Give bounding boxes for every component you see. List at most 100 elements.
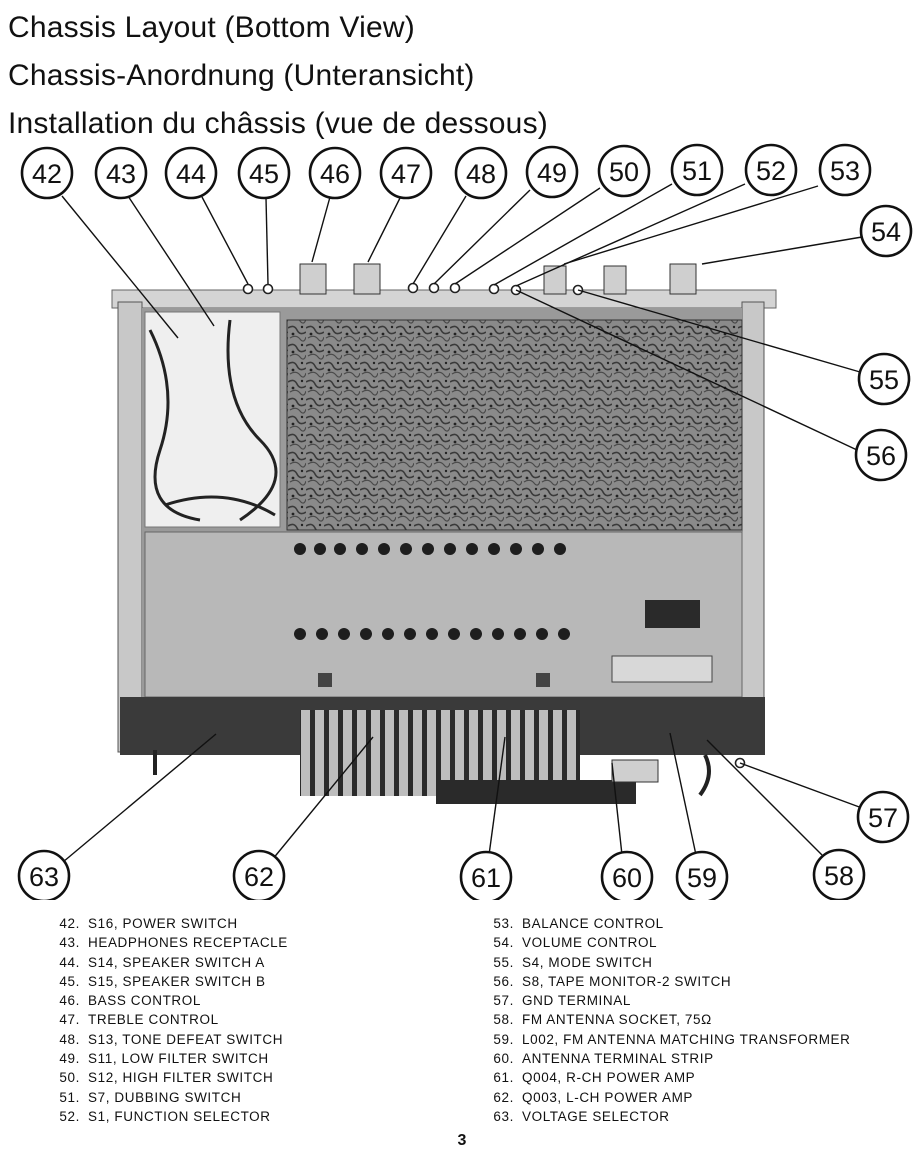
legend-number: 45. xyxy=(59,973,80,989)
svg-text:58: 58 xyxy=(824,861,854,891)
svg-text:59: 59 xyxy=(687,863,717,893)
callout-52: 52 xyxy=(744,143,798,197)
legend-number: 61. xyxy=(493,1070,514,1086)
legend-number: 43. xyxy=(59,935,80,951)
legend-item: 49. S11, LOW FILTER SWITCH xyxy=(48,1049,288,1068)
legend-item: 51.S7, DUBBING SWITCH xyxy=(48,1088,288,1107)
legend-item: 46.BASS CONTROL xyxy=(48,991,288,1010)
leader-46 xyxy=(311,196,331,263)
leader-52 xyxy=(515,183,746,287)
legend-text: TREBLE CONTROL xyxy=(88,1012,219,1028)
callout-62: 62 xyxy=(232,849,286,900)
legend-text: S12, HIGH FILTER SWITCH xyxy=(88,1070,274,1086)
legend-item: 61. Q004, R-CH POWER AMP xyxy=(482,1068,851,1087)
leader-60 xyxy=(611,762,623,856)
legend-item: 58.FM ANTENNA SOCKET, 75Ω xyxy=(482,1010,851,1029)
leader-56 xyxy=(515,289,858,451)
leader-57 xyxy=(739,762,863,809)
callout-54: 54 xyxy=(859,204,913,258)
leader-47 xyxy=(367,197,401,263)
legend-item: 50. S12, HIGH FILTER SWITCH xyxy=(48,1068,288,1087)
callout-47: 47 xyxy=(379,146,433,200)
svg-text:55: 55 xyxy=(869,365,899,395)
callout-51: 51 xyxy=(670,143,724,197)
legend-text: S13, TONE DEFEAT SWITCH xyxy=(88,1031,284,1047)
legend-text: FM ANTENNA SOCKET, 75Ω xyxy=(522,1012,712,1028)
chassis-photo xyxy=(111,263,777,804)
leader-63 xyxy=(62,733,217,863)
legend-number: 49. xyxy=(59,1051,80,1067)
leader-54 xyxy=(701,236,863,265)
leader-43 xyxy=(127,195,215,327)
leader-45 xyxy=(265,197,269,285)
leader-59 xyxy=(669,732,697,856)
legend-number: 57. xyxy=(493,993,514,1009)
legend-text: GND TERMINAL xyxy=(522,993,631,1009)
legend-item: 59.L002, FM ANTENNA MATCHING TRANSFORMER xyxy=(482,1030,851,1049)
legend-text: S15, SPEAKER SWITCH B xyxy=(88,973,266,989)
legend-item: 44.S14, SPEAKER SWITCH A xyxy=(48,953,288,972)
leader-61 xyxy=(488,736,506,856)
callout-53: 53 xyxy=(818,143,872,197)
legend-text: L002, FM ANTENNA MATCHING TRANSFORMER xyxy=(522,1031,851,1047)
callout-42: 42 xyxy=(20,146,74,200)
svg-text:53: 53 xyxy=(830,156,860,186)
svg-text:61: 61 xyxy=(471,863,501,893)
legend-text: ANTENNA TERMINAL STRIP xyxy=(522,1051,714,1067)
legend-text: Q004, R-CH POWER AMP xyxy=(522,1070,696,1086)
svg-text:60: 60 xyxy=(612,863,642,893)
legend-item: 57. GND TERMINAL xyxy=(482,991,851,1010)
legend-item: 63.VOLTAGE SELECTOR xyxy=(482,1107,851,1126)
callout-43: 43 xyxy=(94,146,148,200)
leader-44 xyxy=(201,196,249,285)
legend-left-column: 42. S16, POWER SWITCH 43. HEADPHONES RECEP… xyxy=(48,914,288,1126)
legend-text: S11, LOW FILTER SWITCH xyxy=(88,1051,269,1067)
leader-lines xyxy=(61,183,863,863)
svg-text:63: 63 xyxy=(29,862,59,892)
legend-number: 63. xyxy=(493,1108,514,1124)
callout-49: 49 xyxy=(525,145,579,199)
chassis-diagram: 42 43 44 45 46 47 48 49 50 51 52 53 xyxy=(17,143,913,900)
legend-item: 47. TREBLE CONTROL xyxy=(48,1010,288,1029)
leader-42 xyxy=(61,195,179,339)
legend-text: S8, TAPE MONITOR-2 SWITCH xyxy=(522,973,732,989)
svg-text:50: 50 xyxy=(609,157,639,187)
svg-text:49: 49 xyxy=(537,158,567,188)
legend-text: S16, POWER SWITCH xyxy=(88,916,238,931)
legend-number: 55. xyxy=(493,954,514,970)
legend-number: 50. xyxy=(59,1070,80,1086)
callout-60: 60 xyxy=(600,850,654,900)
leader-49 xyxy=(433,189,531,285)
legend-item: 52.S1, FUNCTION SELECTOR xyxy=(48,1107,288,1126)
legend-number: 52. xyxy=(59,1108,80,1124)
legend-text: BASS CONTROL xyxy=(88,993,201,1009)
svg-text:57: 57 xyxy=(868,803,898,833)
legend-number: 51. xyxy=(59,1089,80,1105)
legend-number: 47. xyxy=(59,1012,80,1028)
callout-46: 46 xyxy=(308,146,362,200)
legend-number: 42. xyxy=(59,916,80,931)
callout-55: 55 xyxy=(857,352,911,406)
leader-51 xyxy=(493,183,673,286)
leader-53 xyxy=(563,185,819,265)
title-english: Chassis Layout (Bottom View) xyxy=(8,11,415,44)
legend-item: 62.Q003, L-CH POWER AMP xyxy=(482,1088,851,1107)
legend-text: HEADPHONES RECEPTACLE xyxy=(88,935,288,951)
callout-56: 56 xyxy=(854,428,908,482)
legend-item: 55. S4, MODE SWITCH xyxy=(482,953,851,972)
callout-45: 45 xyxy=(237,146,291,200)
callout-44: 44 xyxy=(164,146,218,200)
svg-text:44: 44 xyxy=(176,159,206,189)
legend-item: 42. S16, POWER SWITCH xyxy=(48,914,288,933)
svg-text:62: 62 xyxy=(244,862,274,892)
legend-number: 44. xyxy=(59,954,80,970)
legend-item: 45. S15, SPEAKER SWITCH B xyxy=(48,972,288,991)
callout-61: 61 xyxy=(459,850,513,900)
leader-62 xyxy=(271,736,374,861)
legend-text: S4, MODE SWITCH xyxy=(522,954,653,970)
title-german: Chassis-Anordnung (Unteransicht) xyxy=(8,59,475,92)
svg-text:42: 42 xyxy=(32,159,62,189)
title-french: Installation du châssis (vue de dessous) xyxy=(8,107,548,140)
svg-text:52: 52 xyxy=(756,156,786,186)
legend-right-column: 53.BALANCE CONTROL 54.VOLUME CONTROL 55.… xyxy=(482,914,851,1126)
